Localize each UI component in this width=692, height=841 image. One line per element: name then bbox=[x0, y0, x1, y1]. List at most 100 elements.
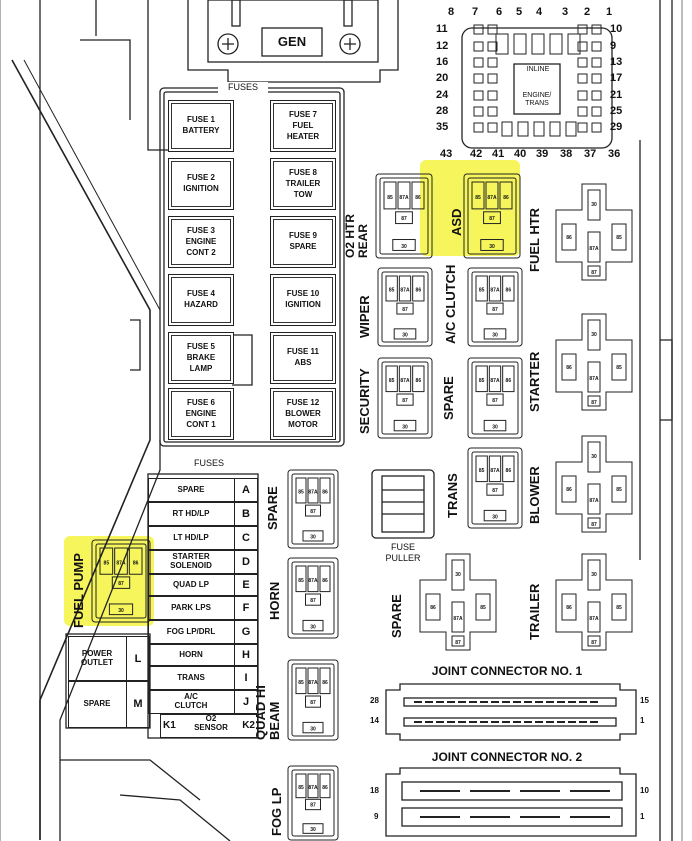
minifuse-letter-5: F bbox=[234, 597, 257, 619]
inline-cavity-left-4 bbox=[473, 90, 484, 101]
inline-pin-top-5: 3 bbox=[562, 6, 569, 18]
o2-sensor-label: O2 SENSOR bbox=[194, 714, 228, 732]
minifuse-row-2: LT HD/LP C bbox=[148, 526, 258, 550]
joint2-pin-10: 10 bbox=[640, 786, 649, 795]
relay-security-text-pin_85: 85 bbox=[389, 378, 395, 384]
relay-wiper-pin-30 bbox=[393, 328, 417, 340]
relay-fuel-pump-pin-87 bbox=[111, 576, 131, 589]
relay-spare-mid-text-pin_86: 86 bbox=[506, 378, 512, 384]
relay-spare-lower-pin-87 bbox=[451, 635, 465, 647]
relay-ac-clutch-pin-30 bbox=[483, 328, 507, 340]
relay-blower-text-pin_87: 87 bbox=[591, 522, 597, 528]
relay-horn-text-pin_87a: 87A bbox=[308, 578, 318, 584]
fuel-htr-label: FUEL HTR bbox=[527, 207, 542, 272]
inline-cavity-left2-4 bbox=[487, 90, 498, 101]
engine-trans-label: ENGINE/ TRANS bbox=[522, 92, 552, 108]
relay-spare-left-text-pin_85: 85 bbox=[298, 490, 304, 496]
fuse-3-label: FUSE 3 ENGINE CONT 2 bbox=[185, 225, 217, 257]
relay-fuel-pump-pin-pin_85 bbox=[99, 547, 114, 575]
relay-blower-pin-87 bbox=[587, 517, 601, 529]
relay-horn-text-pin_86: 86 bbox=[322, 578, 328, 584]
minifuses-header: FUSES bbox=[193, 458, 224, 468]
joint1-pin-14: 14 bbox=[370, 716, 379, 725]
relay-ac-clutch-text-pin_87a: 87A bbox=[490, 288, 500, 294]
trailer-label: TRAILER bbox=[527, 583, 542, 640]
joint1-pin-28: 28 bbox=[370, 696, 379, 705]
relay-spare-mid-pin-pin_87a bbox=[488, 365, 502, 393]
inline-cavity-right-6 bbox=[577, 122, 588, 133]
relay-spare-left-pin-pin_87a bbox=[307, 477, 319, 504]
inline-cavity-right-4 bbox=[577, 90, 588, 101]
relay-starter-text-pin_85: 85 bbox=[616, 365, 622, 371]
inline-cavity-left2-5 bbox=[487, 106, 498, 117]
minifuse-name-6: FOG LP/DRL bbox=[166, 626, 216, 636]
inline-pin-top-0: 8 bbox=[448, 6, 455, 18]
relay-o2-htr-rear-pin-30 bbox=[392, 239, 416, 251]
inline-pin-right-1: 9 bbox=[610, 40, 617, 52]
relay-o2-htr-rear-pin-pin_85 bbox=[383, 181, 397, 210]
fuse-10: FUSE 10 IGNITION bbox=[270, 274, 336, 326]
relay-spare-lower-text-pin_86: 86 bbox=[430, 605, 436, 611]
relay-trans-text-30: 30 bbox=[492, 514, 498, 520]
relay-trans-text-87: 87 bbox=[492, 488, 498, 494]
fuse-5: FUSE 5 BRAKE LAMP bbox=[168, 332, 234, 384]
relay-blower-text-pin_87a: 87A bbox=[589, 498, 599, 504]
inline-pin-bottom-5: 38 bbox=[560, 148, 573, 160]
spare-mid-label: SPARE bbox=[441, 376, 456, 420]
relay-trans-pin-pin_87a bbox=[488, 455, 502, 483]
minifuse-letter-0: A bbox=[234, 479, 257, 501]
security-label: SECURITY bbox=[357, 368, 372, 434]
relay-trailer-text-pin_86: 86 bbox=[566, 605, 572, 611]
starter-label: STARTER bbox=[527, 351, 542, 412]
inline-pin-left-1: 12 bbox=[436, 40, 449, 52]
o2-htr-rear-label: O2 HTR REAR bbox=[343, 213, 370, 258]
relay-horn-pin-pin_85 bbox=[295, 565, 307, 593]
inline-cavity-left2-2 bbox=[487, 57, 498, 68]
inline-pin-right-4: 21 bbox=[610, 89, 623, 101]
joint2-pin-18: 18 bbox=[370, 786, 379, 795]
relay-ac-clutch-text-pin_86: 86 bbox=[506, 288, 512, 294]
relay-fog-lp-pin-pin_86 bbox=[319, 773, 331, 799]
fuse-2: FUSE 2 IGNITION bbox=[168, 158, 234, 210]
relay-wiper-text-pin_85: 85 bbox=[389, 288, 395, 294]
minifuse-letter-2: C bbox=[234, 527, 257, 549]
fuse-12: FUSE 12 BLOWER MOTOR bbox=[270, 388, 336, 440]
relay-spare-lower-pin-30 bbox=[451, 559, 465, 591]
relay-asd-pin-87 bbox=[483, 211, 501, 225]
inline-slot-top-4 bbox=[567, 33, 581, 55]
relay-trans-pin-87 bbox=[486, 483, 504, 496]
relay-security-text-pin_87a: 87A bbox=[400, 378, 410, 384]
inline-pin-top-6: 2 bbox=[584, 6, 591, 18]
relay-fog-lp-text-87: 87 bbox=[310, 803, 316, 809]
inline-pin-top-1: 7 bbox=[472, 6, 479, 18]
inline-cavity-right2-1 bbox=[591, 41, 602, 52]
fuse-4-label: FUSE 4 HAZARD bbox=[184, 289, 218, 309]
relay-starter-pin-85 bbox=[611, 353, 627, 381]
relay-security-text-30: 30 bbox=[402, 424, 408, 430]
relay-horn-text-30: 30 bbox=[310, 624, 316, 630]
relay-security-pin-pin_86 bbox=[412, 365, 425, 393]
relay-horn-pin-pin_87a bbox=[307, 565, 319, 593]
inline-pin-left-6: 35 bbox=[436, 121, 449, 133]
minifuse-letter-4: E bbox=[234, 575, 257, 595]
relay-asd-text-pin_86: 86 bbox=[503, 195, 509, 201]
relay-asd-text-30: 30 bbox=[489, 244, 495, 250]
fuse-9: FUSE 9 SPARE bbox=[270, 216, 336, 268]
relay-fuel-htr-pin-85 bbox=[611, 223, 627, 251]
minifuse-name-2: LT HD/LP bbox=[173, 532, 209, 542]
relay-spare-left-text-87: 87 bbox=[310, 509, 316, 515]
relay-blower-pin-87a bbox=[587, 483, 601, 515]
relay-spare-left-pin-30 bbox=[302, 530, 324, 542]
relay-o2-htr-rear-pin-pin_86 bbox=[411, 181, 425, 210]
inline-cavity-left-1 bbox=[473, 41, 484, 52]
relay-security-pin-pin_87a bbox=[398, 365, 412, 393]
